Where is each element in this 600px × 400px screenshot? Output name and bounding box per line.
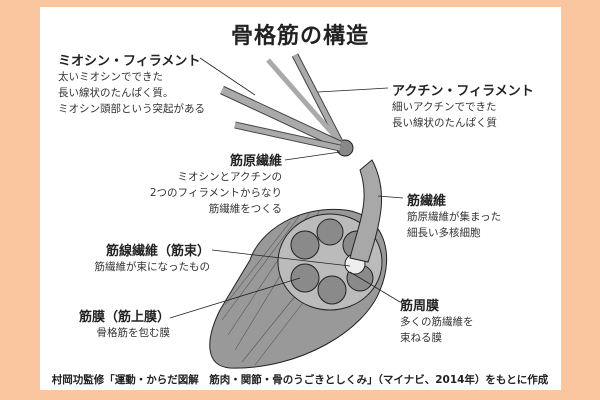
label-title: 筋線繊維（筋束） bbox=[105, 244, 210, 259]
label-desc: 多くの筋繊維を bbox=[400, 316, 474, 328]
label-title: ミオシン・フィラメント bbox=[58, 54, 201, 69]
label-perimysium: 筋周膜 多くの筋繊維を 束ねる膜 bbox=[400, 295, 474, 346]
label-title: 筋原繊維 bbox=[229, 154, 282, 169]
label-desc: 長い線状のたんぱく質 bbox=[392, 117, 497, 129]
label-title: 筋周膜 bbox=[400, 299, 440, 314]
source-credit: 村岡功監修「運動・からだ図解 筋肉・関節・骨のうごきとしくみ」（マイナビ、201… bbox=[51, 374, 549, 386]
label-myofibril: 筋原繊維 ミオシンとアクチンの 2つのフィラメントからなり 筋繊維をつくる bbox=[150, 150, 282, 217]
label-desc: 骨格筋を包む膜 bbox=[96, 327, 171, 339]
label-title: 筋膜（筋上膜） bbox=[78, 310, 170, 325]
label-desc: 束ねる膜 bbox=[400, 332, 442, 344]
muscle-fiber bbox=[349, 159, 382, 263]
label-title: アクチン・フィラメント bbox=[392, 84, 534, 99]
label-desc: 長い線状のたんぱく質。 bbox=[58, 87, 174, 99]
label-desc: 筋繊維をつくる bbox=[208, 203, 282, 215]
page-title: 骨格筋の構造 bbox=[230, 24, 369, 49]
label-title: 筋繊維 bbox=[407, 194, 447, 209]
label-actin: アクチン・フィラメント 細いアクチンでできた 長い線状のたんぱく質 bbox=[392, 80, 534, 131]
label-desc: 筋原繊維が集まった bbox=[407, 211, 502, 223]
label-desc: 太いミオシンでできた bbox=[58, 71, 163, 83]
label-desc: 細いアクチンでできた bbox=[392, 101, 497, 113]
label-fascicle: 筋線繊維（筋束） 筋繊維が束になったもの bbox=[95, 240, 211, 275]
label-desc: 筋繊維が束になったもの bbox=[94, 261, 211, 273]
label-muscle-fiber: 筋繊維 筋原繊維が集まった 細長い多核細胞 bbox=[407, 190, 501, 241]
muscle-striations bbox=[221, 209, 321, 366]
label-desc: 2つのフィラメントからなり bbox=[149, 187, 282, 199]
label-desc: ミオシンとアクチンの bbox=[177, 171, 282, 183]
label-myosin: ミオシン・フィラメント 太いミオシンでできた 長い線状のたんぱく質。 ミオシン頭… bbox=[58, 50, 205, 117]
label-desc: 細長い多核細胞 bbox=[407, 227, 481, 239]
label-epimysium: 筋膜（筋上膜） 骨格筋を包む膜 bbox=[79, 306, 170, 341]
label-desc: ミオシン頭部という突起がある bbox=[58, 103, 205, 115]
leader-lines bbox=[169, 57, 404, 319]
